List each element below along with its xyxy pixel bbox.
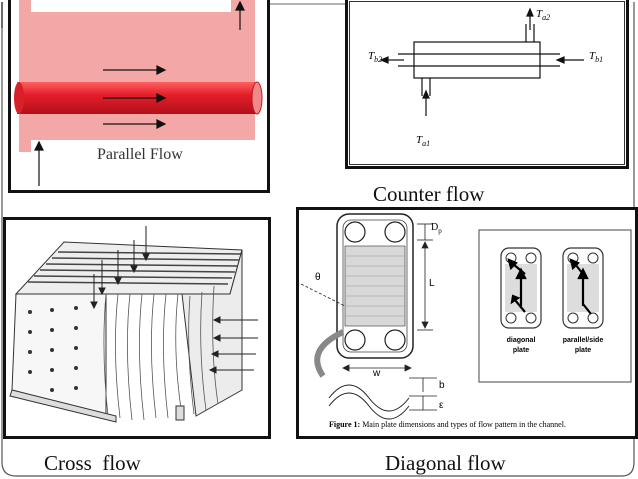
parallel-flow-arrows <box>34 0 245 186</box>
diagonal-plate-label: diagonal plate <box>495 336 547 356</box>
dim-eps: ε <box>439 400 444 411</box>
cross-flow-vertical-arrows <box>90 226 150 310</box>
label-tb1-main: T <box>589 50 596 62</box>
diagonal-plate-label-line1: diagonal <box>506 337 536 344</box>
diagonal-flow-panel: Dp L θ w b ε diagonal plate parallel/sid… <box>296 207 638 439</box>
parallel-plate-label: parallel/side plate <box>551 336 615 356</box>
parallel-flow-panel: Parallel Flow <box>8 0 270 193</box>
parallel-plate-label-line2: plate <box>574 347 592 354</box>
dim-dp-main: D <box>431 222 439 233</box>
label-tb2-sub: b2 <box>374 55 383 65</box>
dim-theta: θ <box>315 272 321 283</box>
label-ta2-main: T <box>536 8 543 20</box>
parallel-shell <box>19 0 255 152</box>
counter-flow-diagram <box>379 7 584 116</box>
label-ta1-main: T <box>416 134 423 146</box>
counter-shell <box>413 41 541 79</box>
diagonal-flow-diagram <box>300 213 632 420</box>
cross-flow-horizontal-arrows <box>208 316 258 374</box>
dim-dp: Dp <box>431 222 442 235</box>
cross-flow-caption: Cross flow <box>44 451 141 475</box>
parallel-flow-diagram <box>14 0 263 186</box>
counter-flow-inner-border <box>349 1 625 165</box>
diagonal-flow-caption: Diagonal flow <box>385 451 506 475</box>
label-tb2-main: T <box>368 50 375 62</box>
dim-dp-sub: p <box>438 227 442 235</box>
figure-caption-prefix: Figure 1: <box>329 420 361 429</box>
label-tb1-sub: b1 <box>595 55 604 65</box>
label-tb2: Tb2 <box>368 50 382 64</box>
counter-flow-caption: Counter flow <box>373 182 485 206</box>
label-ta2: Ta2 <box>536 8 550 22</box>
dim-w: w <box>373 368 381 379</box>
label-ta2-sub: a2 <box>542 13 551 23</box>
parallel-plate-label-line1: parallel/side <box>562 337 604 344</box>
cross-flow-diagram <box>9 226 258 423</box>
counter-flow-panel: Ta2 Tb2 Tb1 Ta1 <box>345 0 629 169</box>
label-ta1: Ta1 <box>416 134 430 148</box>
cross-flow-panel <box>3 217 271 439</box>
dim-b: b <box>439 380 445 391</box>
counter-flow-arrows <box>379 7 584 116</box>
figure-caption-text: Main plate dimensions and types of flow … <box>360 420 566 429</box>
diagonal-plate-label-line2: plate <box>512 347 530 354</box>
figure-caption: Figure 1: Main plate dimensions and type… <box>329 420 566 429</box>
label-tb1: Tb1 <box>589 50 603 64</box>
label-ta1-sub: a1 <box>422 139 431 149</box>
dim-l: L <box>429 278 435 289</box>
parallel-flow-label: Parallel Flow <box>97 146 183 163</box>
